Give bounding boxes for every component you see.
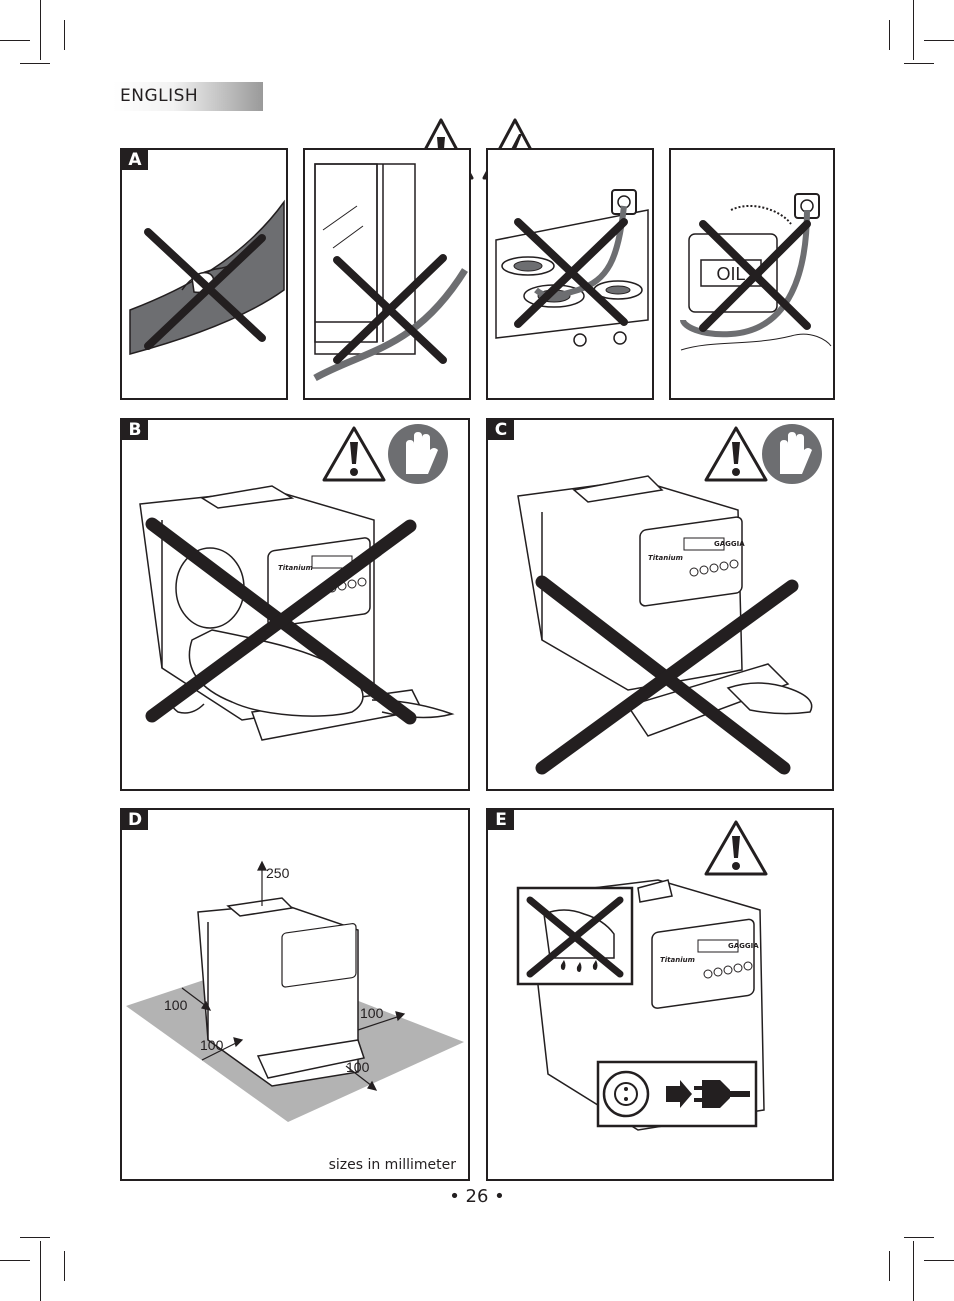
prohibited-cross-icon [535, 575, 799, 775]
panel-a-tile-1: A [120, 148, 288, 400]
panel-a-label: A [122, 150, 148, 170]
crop-mark [20, 63, 50, 64]
crop-mark [64, 1251, 65, 1281]
hot-surface-illustration: Titanium GAGGIA [517, 424, 822, 775]
oil-can-illustration: OIL [680, 193, 832, 351]
prohibited-cross-icon [144, 228, 266, 350]
machine-brand-label: Titanium [648, 554, 683, 562]
unplug-illustration: Titanium GAGGIA [516, 820, 768, 1131]
wet-hands-inset [516, 886, 634, 986]
hot-stove-illustration [495, 189, 649, 347]
prohibited-cross-icon [699, 220, 811, 332]
crop-mark [889, 20, 890, 50]
child-machine-illustration: Titanium [139, 424, 455, 741]
prohibited-cross-icon [514, 218, 628, 328]
door-cable-illustration [313, 163, 468, 382]
crop-mark [924, 40, 954, 41]
machine-logo-label: GAGGIA [728, 942, 759, 950]
oil-can-label: OIL [716, 264, 745, 284]
dimension-left-back: 100 [164, 997, 188, 1013]
language-label: ENGLISH [120, 86, 199, 106]
machine-brand-label: Titanium [278, 564, 313, 572]
prohibited-cross-icon [145, 517, 417, 725]
dimension-left-front: 100 [200, 1037, 224, 1053]
wall-socket-icon [602, 1070, 650, 1118]
panel-a-tile-4: OIL [669, 148, 835, 400]
crop-mark [889, 1251, 890, 1281]
power-plug-icon [694, 1080, 750, 1108]
panel-a-tile-2 [303, 148, 471, 400]
prohibited-cross-icon [333, 254, 447, 364]
prohibited-cross-icon [526, 896, 624, 978]
crop-mark [0, 1260, 30, 1261]
crop-mark [40, 1241, 41, 1301]
crop-mark [913, 0, 914, 60]
panel-e-label: E [488, 810, 514, 830]
crop-mark [64, 20, 65, 50]
panel-a-tile-3 [486, 148, 654, 400]
warning-triangle-icon [322, 426, 386, 482]
language-tab: ENGLISH [113, 82, 263, 111]
panel-b-label: B [122, 420, 148, 440]
crop-mark [913, 1241, 914, 1301]
panel-e: E Titanium GAGGIA [486, 808, 834, 1181]
dimension-caption: sizes in millimeter [328, 1157, 456, 1173]
crop-mark [0, 40, 30, 41]
warning-triangle-icon [704, 820, 768, 876]
machine-brand-label: Titanium [660, 956, 695, 964]
crop-mark [40, 0, 41, 60]
crop-mark [904, 1237, 934, 1238]
dimension-right-back: 100 [360, 1005, 384, 1021]
crop-mark [924, 1260, 954, 1261]
water-hand-illustration [129, 199, 285, 355]
crop-mark [904, 63, 934, 64]
warning-triangle-icon [704, 426, 768, 482]
panel-c: C Titanium GAGGIA [486, 418, 834, 791]
page-number: • 26 • [449, 1186, 505, 1207]
panel-c-label: C [488, 420, 514, 440]
stop-hand-icon [762, 424, 822, 484]
crop-mark [20, 1237, 50, 1238]
dimension-top: 250 [266, 865, 290, 881]
panel-d: D 250 100 100 100 100 sizes in millimete… [120, 808, 470, 1181]
machine-logo-label: GAGGIA [714, 540, 745, 548]
panel-b: B Titanium [120, 418, 470, 791]
dimension-right-front: 100 [346, 1059, 370, 1075]
unplug-inset [596, 1060, 758, 1128]
stop-hand-icon [388, 424, 448, 484]
clearance-diagram: 250 100 100 100 100 [126, 860, 464, 1122]
panel-d-label: D [122, 810, 148, 830]
